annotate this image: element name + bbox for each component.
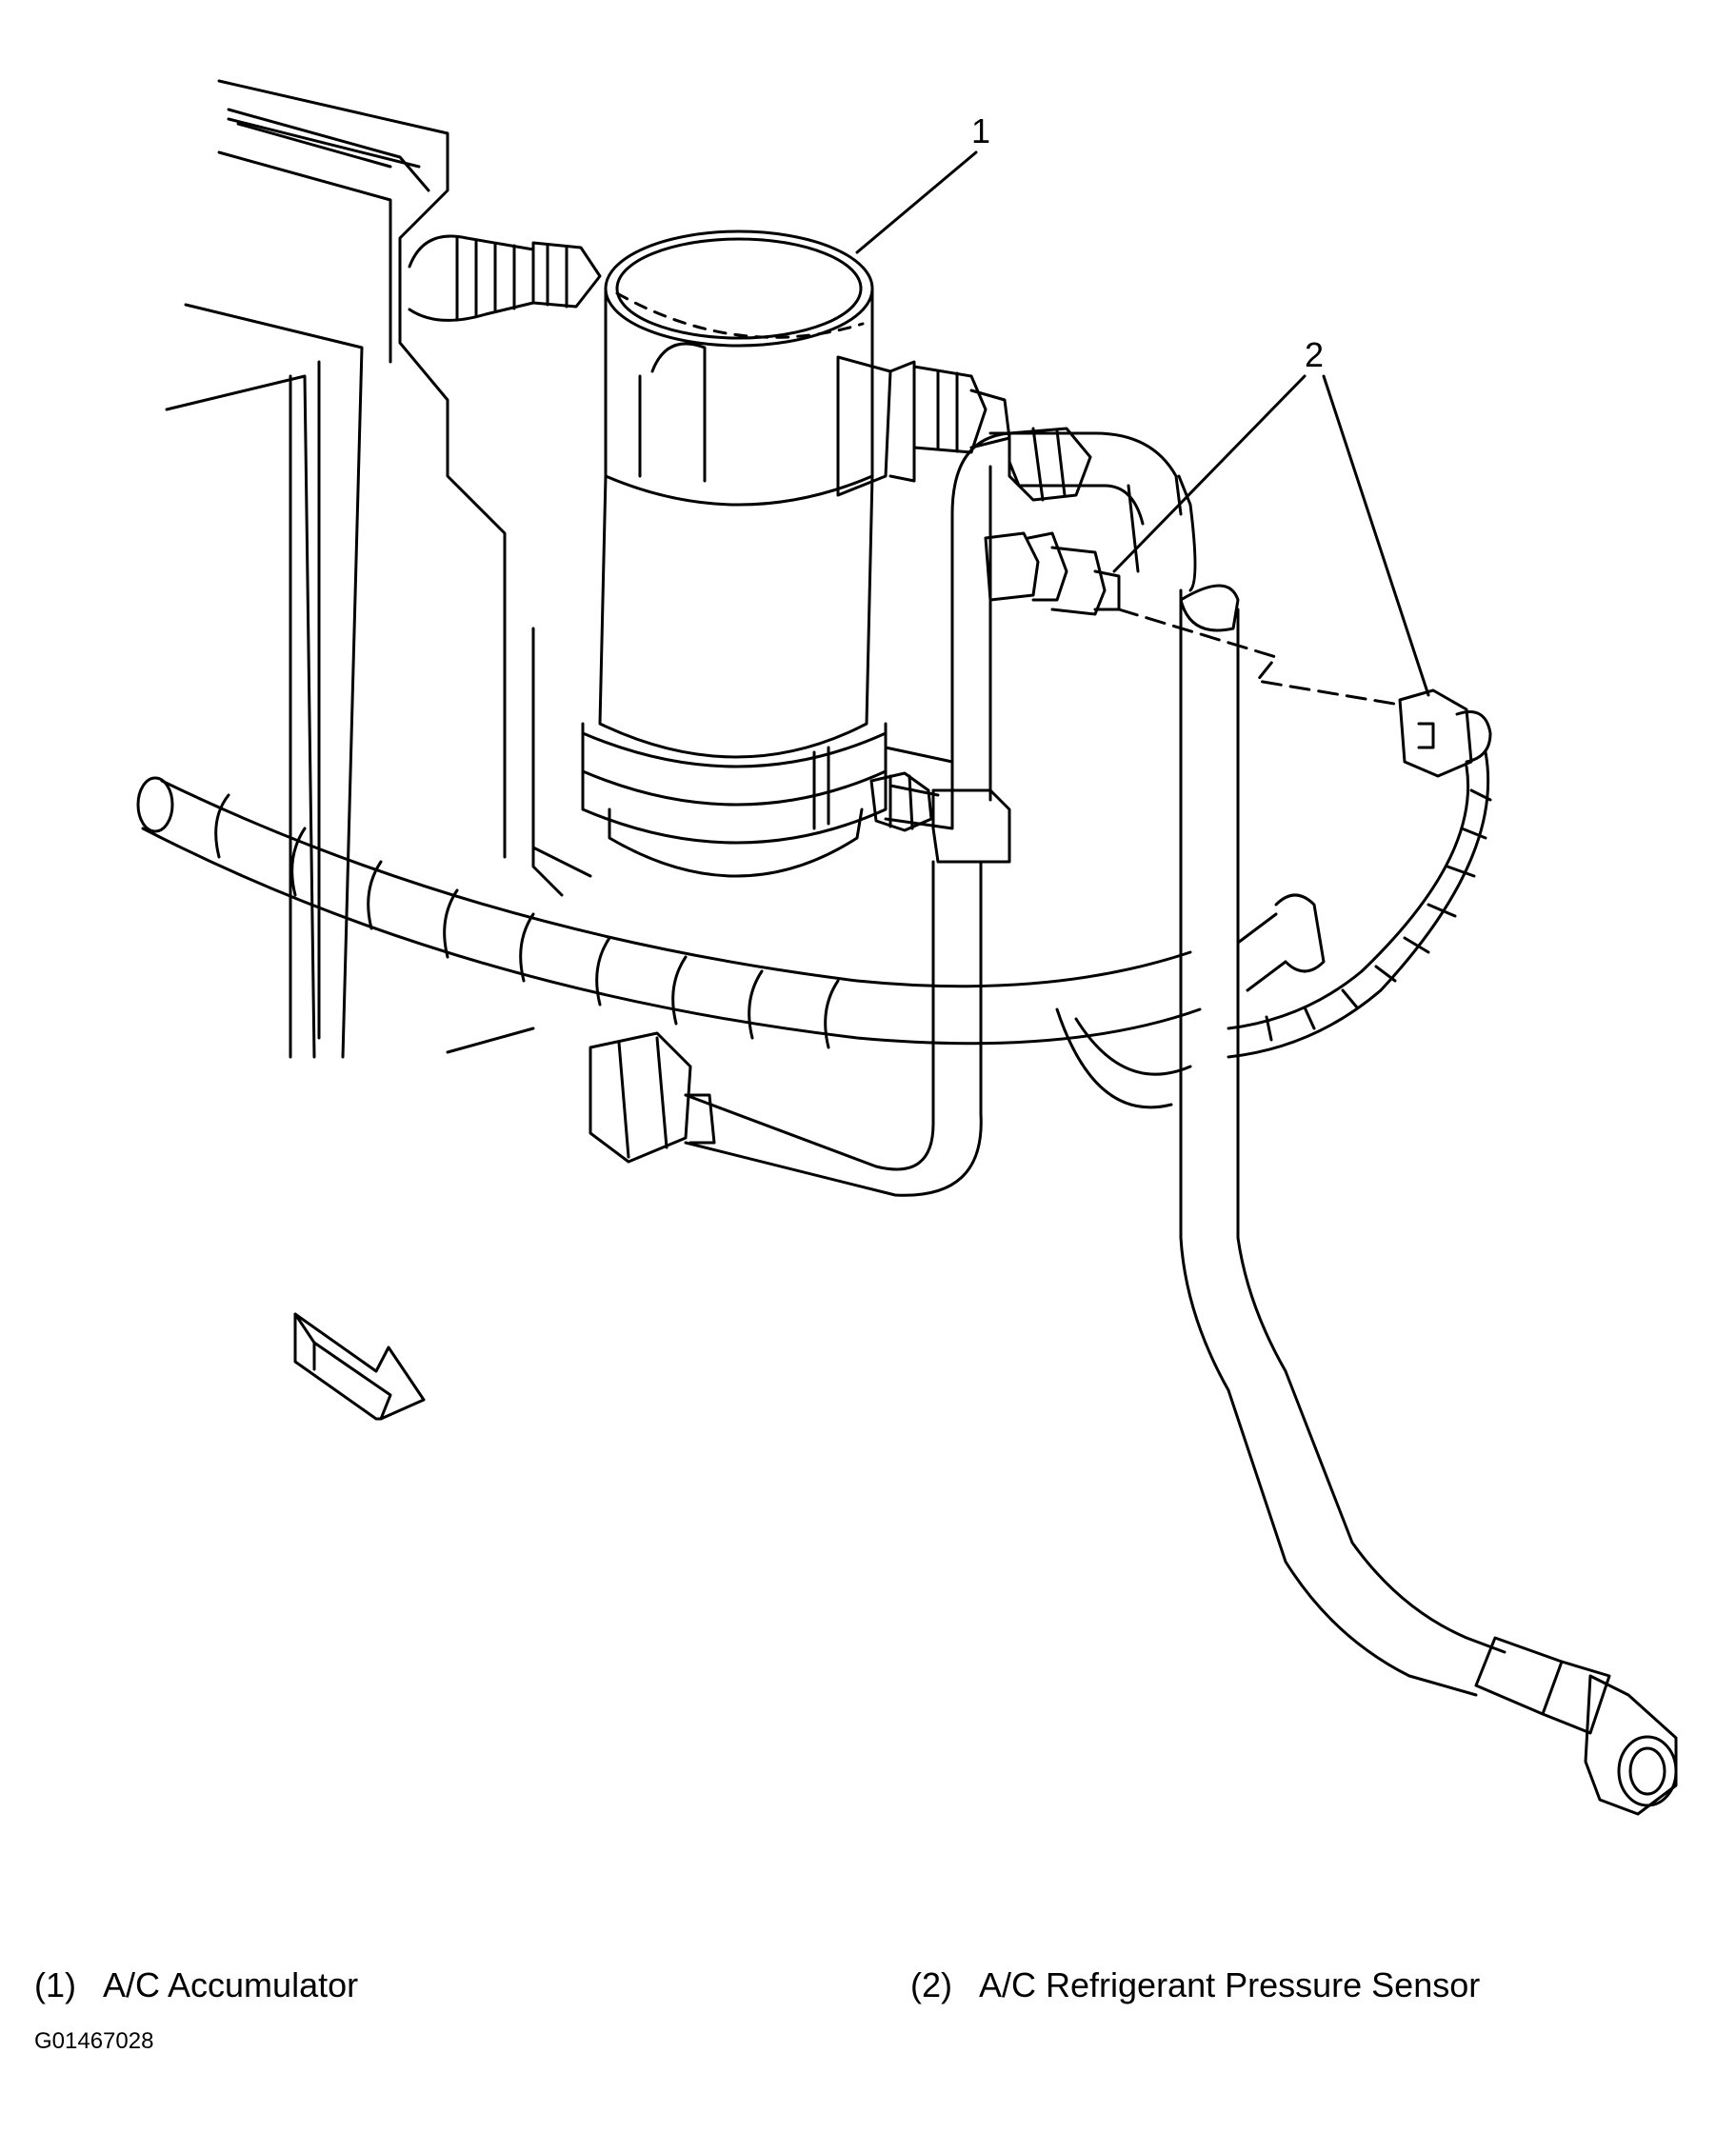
callout-1: 1 (855, 111, 990, 254)
callout-2-number: 2 (1305, 335, 1324, 374)
callout-1-leader (855, 150, 978, 254)
lower-tube (1179, 588, 1678, 1816)
callout-2-leader-a (1112, 374, 1307, 573)
wiring-harness (136, 750, 1492, 1109)
figure-id: G01467028 (34, 2028, 154, 2054)
legend-item-1-label: A/C Accumulator (103, 1965, 359, 2004)
radiator-panel (165, 79, 592, 1059)
bracket-bolt (869, 771, 933, 832)
lower-fitting-nut (589, 1031, 716, 1164)
legend-item-2-label: A/C Refrigerant Pressure Sensor (979, 1965, 1481, 2004)
front-direction-arrow-icon (293, 1312, 426, 1421)
refrigerant-pipe (684, 431, 1240, 1197)
callout-1-number: 1 (971, 111, 990, 150)
legend-item-1-number: (1) (34, 1965, 76, 2004)
callout-2-leader-b (1322, 374, 1430, 697)
inlet-fitting (408, 234, 602, 322)
callout-2: 2 (1112, 335, 1430, 697)
outlet-fitting (836, 355, 1011, 497)
legend-item-2-number: (2) (910, 1965, 952, 2004)
legend-item-2: (2) A/C Refrigerant Pressure Sensor (910, 1964, 1480, 2006)
ac-accumulator-diagram: 1 2 (136, 79, 1678, 1816)
pressure-sensor-fitting (984, 427, 1121, 616)
accumulator-canister (581, 229, 954, 878)
legend-item-1: (1) A/C Accumulator (34, 1964, 358, 2006)
sensor-connector (1117, 608, 1492, 778)
